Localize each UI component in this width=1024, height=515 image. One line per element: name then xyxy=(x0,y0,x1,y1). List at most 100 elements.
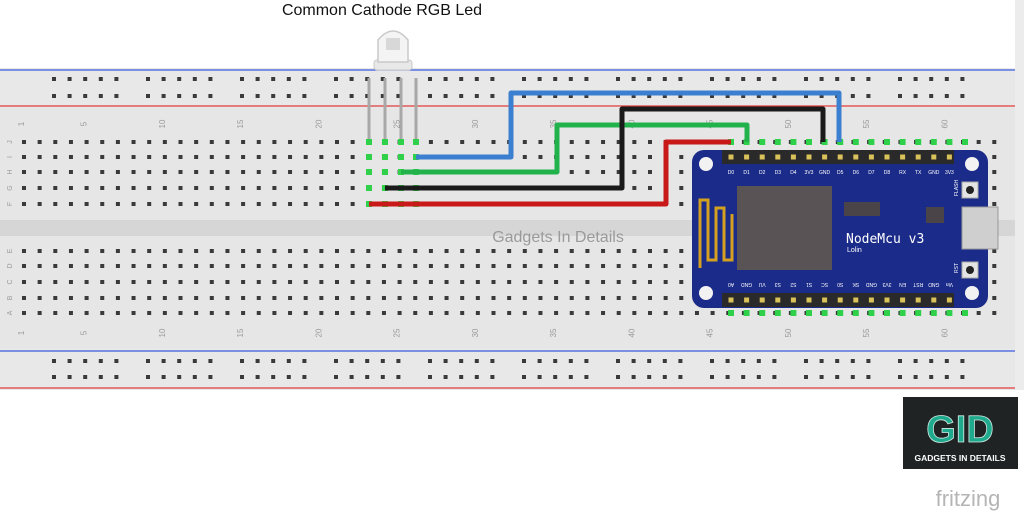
column-number: 10 xyxy=(158,119,167,128)
connected-hole xyxy=(962,139,968,145)
breadboard-hole xyxy=(538,264,543,268)
breadboard-hole xyxy=(53,280,58,284)
pin-label: 3V3 xyxy=(882,281,891,287)
rail-hole xyxy=(490,375,495,379)
column-number: 20 xyxy=(314,328,323,337)
breadboard-hole xyxy=(115,202,120,206)
column-number: 60 xyxy=(940,328,949,337)
pin-label: A0 xyxy=(728,281,734,287)
rail-hole xyxy=(459,94,464,98)
rail-hole xyxy=(146,94,150,98)
rail-hole xyxy=(772,94,777,98)
rail-hole xyxy=(960,77,965,81)
breadboard-hole xyxy=(272,264,277,268)
breadboard-hole xyxy=(194,186,199,190)
rail-hole xyxy=(929,375,934,379)
breadboard-hole xyxy=(335,280,339,284)
rail-hole xyxy=(866,94,871,98)
rail-hole xyxy=(114,94,119,98)
breadboard-hole xyxy=(225,264,230,268)
rail-hole xyxy=(286,77,291,81)
breadboard-hole xyxy=(507,264,512,268)
rail-hole xyxy=(334,375,338,379)
rail-hole xyxy=(365,375,370,379)
breadboard-hole xyxy=(37,264,42,268)
rail-hole xyxy=(804,359,808,363)
pin-label: GND xyxy=(819,170,831,176)
connected-hole xyxy=(398,154,404,160)
board-name: NodeMcu v3 xyxy=(846,232,924,247)
fritzing-brand: fritzing xyxy=(936,486,1001,511)
breadboard-hole xyxy=(68,170,73,174)
connected-hole xyxy=(962,310,968,316)
rail-hole xyxy=(208,359,213,363)
breadboard-hole xyxy=(319,140,324,144)
pin-label: S0 xyxy=(837,281,843,287)
breadboard-hole xyxy=(350,140,355,144)
breadboard-hole xyxy=(663,280,668,284)
rail-hole xyxy=(208,375,213,379)
rail-hole xyxy=(944,77,949,81)
breadboard-hole xyxy=(209,170,214,174)
breadboard-hole xyxy=(272,155,277,159)
connected-hole xyxy=(806,310,812,316)
breadboard-hole xyxy=(303,170,308,174)
breadboard-hole xyxy=(381,296,386,300)
rail-hole xyxy=(741,375,746,379)
breadboard-hole xyxy=(569,296,574,300)
breadboard-hole xyxy=(22,186,26,190)
rail-hole xyxy=(271,77,276,81)
rst-label: RST xyxy=(954,263,960,273)
header-pin xyxy=(837,154,843,160)
row-letter: E xyxy=(7,248,14,253)
pin-label: GND xyxy=(928,170,940,176)
breadboard-hole xyxy=(569,311,574,315)
breadboard-hole xyxy=(538,155,543,159)
breadboard-hole xyxy=(37,155,42,159)
rail-hole xyxy=(850,375,855,379)
breadboard-hole xyxy=(100,170,105,174)
rail-hole xyxy=(960,375,965,379)
rail-hole xyxy=(396,375,401,379)
rail-hole xyxy=(83,77,88,81)
rail-hole xyxy=(146,359,150,363)
breadboard-hole xyxy=(507,311,512,315)
breadboard-hole xyxy=(37,311,42,315)
breadboard-hole xyxy=(601,170,606,174)
breadboard-hole xyxy=(241,186,246,190)
breadboard-hole xyxy=(272,249,277,253)
column-number: 15 xyxy=(236,119,245,128)
rail-hole xyxy=(255,375,260,379)
breadboard-hole xyxy=(507,296,512,300)
pin-label: Vin xyxy=(946,281,953,287)
breadboard-hole xyxy=(194,170,199,174)
pin-label: S2 xyxy=(790,281,796,287)
breadboard-hole xyxy=(616,264,621,268)
breadboard-hole xyxy=(256,170,261,174)
pin-label: D4 xyxy=(790,170,797,176)
header-pin xyxy=(744,154,750,160)
rail-hole xyxy=(459,359,464,363)
column-number: 25 xyxy=(393,328,402,337)
breadboard-hole xyxy=(491,264,496,268)
connected-hole xyxy=(382,154,388,160)
breadboard-hole xyxy=(22,155,26,159)
rail-hole xyxy=(255,77,260,81)
rail-hole xyxy=(616,94,620,98)
breadboard-hole xyxy=(225,170,230,174)
breadboard-hole xyxy=(648,311,652,315)
logo-background xyxy=(903,397,1018,469)
column-number: 55 xyxy=(862,328,871,337)
breadboard-hole xyxy=(554,249,559,253)
breadboard-hole xyxy=(241,264,246,268)
connected-hole xyxy=(946,310,953,316)
connected-hole xyxy=(806,139,812,145)
breadboard-hole xyxy=(381,311,386,315)
breadboard-hole xyxy=(413,311,418,315)
header-pin xyxy=(853,154,859,160)
breadboard-hole xyxy=(632,249,637,253)
row-letter: C xyxy=(7,279,14,284)
breadboard-hole xyxy=(178,170,183,174)
breadboard-hole xyxy=(37,280,42,284)
breadboard-hole xyxy=(241,170,246,174)
